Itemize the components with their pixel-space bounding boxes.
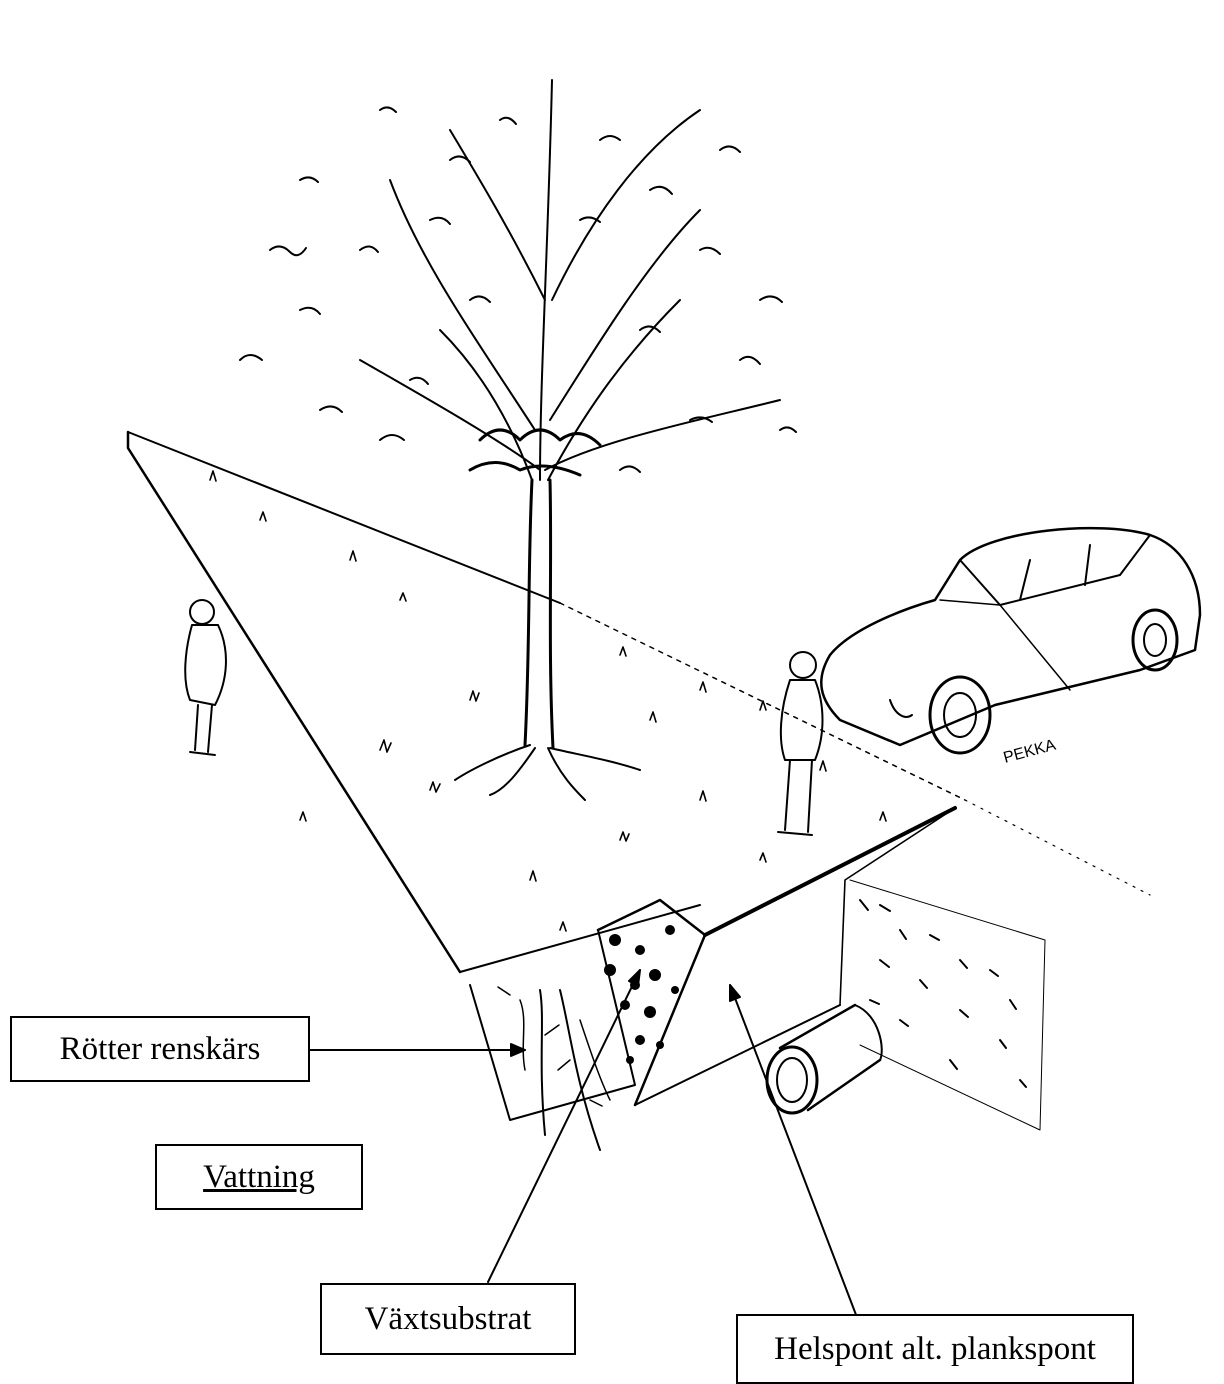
leader-lines xyxy=(310,970,858,1320)
label-substrate-text: Växtsubstrat xyxy=(365,1301,532,1338)
label-roots-text: Rötter renskärs xyxy=(60,1031,261,1068)
ground-slab xyxy=(128,432,1150,972)
arrow-sheet-pile xyxy=(730,985,858,1320)
label-sheet-pile: Helspont alt. plankspont xyxy=(736,1314,1134,1384)
person-right xyxy=(778,652,823,835)
substrate-particles xyxy=(604,925,679,1064)
label-watering: Vattning xyxy=(155,1144,363,1210)
cut-roots xyxy=(498,987,610,1150)
artist-signature: PEKKA xyxy=(1002,737,1058,767)
label-substrate: Växtsubstrat xyxy=(320,1283,576,1355)
label-sheet-pile-text: Helspont alt. plankspont xyxy=(774,1331,1096,1368)
arrow-substrate xyxy=(488,970,640,1282)
label-watering-text: Vattning xyxy=(203,1159,315,1196)
trench-section xyxy=(470,808,1045,1150)
drain-pipe xyxy=(767,1005,882,1113)
person-left xyxy=(185,600,226,755)
tree xyxy=(240,80,796,800)
car xyxy=(821,528,1200,753)
label-roots: Rötter renskärs xyxy=(10,1016,310,1082)
